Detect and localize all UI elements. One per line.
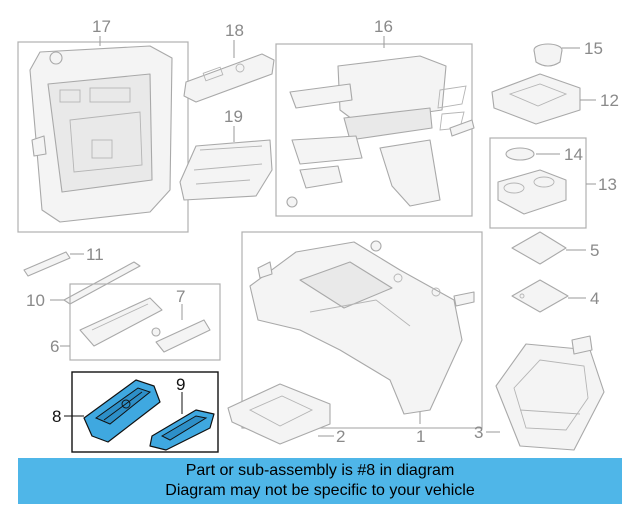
callout-6: 6 [50, 337, 59, 356]
part-13-cup-holder [489, 137, 587, 229]
callout-15: 15 [584, 39, 603, 58]
callout-14: 14 [564, 145, 583, 164]
part-1-console-body [241, 231, 483, 429]
info-banner: Part or sub-assembly is #8 in diagram Di… [18, 458, 622, 504]
banner-line-1: Part or sub-assembly is #8 in diagram [185, 462, 455, 479]
callout-10: 10 [26, 291, 45, 310]
callout-13: 13 [598, 175, 617, 194]
callout-12: 12 [600, 91, 619, 110]
part-18-trim [183, 53, 275, 103]
part-15-cup-insert [533, 43, 563, 67]
part-2-bracket [227, 383, 331, 445]
callout-4: 4 [590, 289, 599, 308]
callout-2: 2 [336, 427, 345, 446]
part-8-highlighted[interactable] [83, 379, 161, 443]
banner-line-2: Diagram may not be specific to your vehi… [165, 482, 475, 499]
callout-16: 16 [374, 17, 393, 36]
callout-9: 9 [176, 375, 185, 394]
callout-1: 1 [416, 427, 425, 446]
part-5-pad [511, 231, 567, 265]
part-4-pad [511, 279, 569, 313]
callout-11: 11 [86, 245, 104, 264]
highlight-box [71, 371, 219, 453]
callout-18: 18 [225, 21, 244, 40]
part-10-strip [63, 261, 141, 305]
part-16-armrest [275, 43, 475, 217]
callout-8: 8 [52, 407, 61, 426]
part-17-front-panel [17, 41, 189, 233]
part-12-tray [491, 73, 581, 125]
callout-7: 7 [176, 287, 185, 306]
part-9-highlighted[interactable] [149, 409, 215, 451]
part-11-strip [23, 251, 71, 277]
callout-19: 19 [224, 107, 243, 126]
part-6-storage [69, 283, 221, 361]
parts-diagram: 17 18 19 16 15 [17, 17, 619, 453]
callout-3: 3 [474, 423, 483, 442]
part-19-bezel [179, 139, 273, 201]
callout-17: 17 [92, 17, 111, 36]
callout-5: 5 [590, 241, 599, 260]
part-3-housing [495, 335, 605, 451]
